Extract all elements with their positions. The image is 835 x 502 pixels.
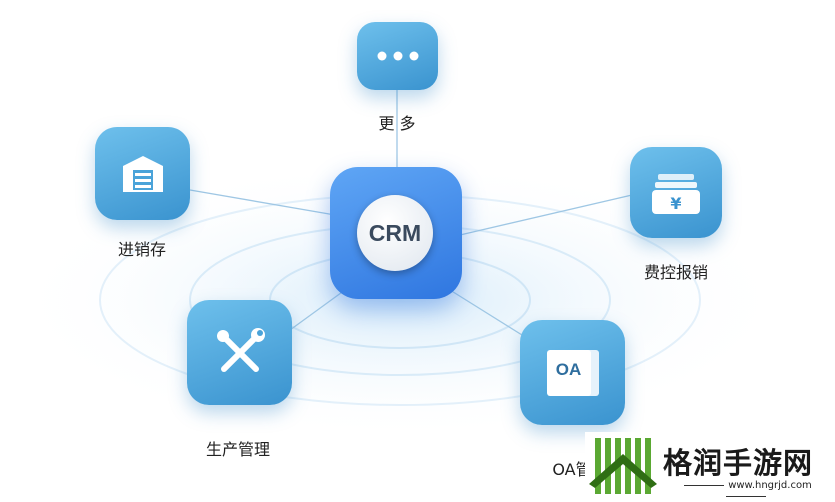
node-label-more: 更 多 bbox=[378, 114, 416, 133]
connector-lines bbox=[189, 90, 633, 341]
oa-document-icon: OA bbox=[546, 349, 599, 396]
node-oa[interactable]: OA bbox=[520, 320, 625, 425]
node-label-inventory: 进销存 bbox=[117, 240, 167, 259]
node-inventory[interactable] bbox=[95, 127, 190, 220]
more-dots-icon bbox=[377, 51, 418, 61]
watermark-logo bbox=[589, 438, 657, 494]
node-expense[interactable]: ¥ bbox=[630, 147, 722, 238]
node-more[interactable] bbox=[357, 22, 438, 90]
tools-icon bbox=[216, 327, 265, 372]
watermark: 格润手游网 www.hngrjd.com bbox=[585, 432, 835, 500]
crm-label: CRM bbox=[357, 195, 433, 271]
node-label-production: 生产管理 bbox=[205, 440, 271, 459]
crm-center-node[interactable]: CRM bbox=[330, 167, 462, 299]
yen-wallet-icon: ¥ bbox=[652, 173, 700, 214]
watermark-name: 格润手游网 bbox=[663, 446, 814, 480]
node-production[interactable] bbox=[187, 300, 292, 405]
node-label-oa: OA管 bbox=[552, 460, 592, 479]
node-label-expense: 费控报销 bbox=[643, 263, 709, 282]
svg-text:¥: ¥ bbox=[670, 194, 681, 213]
warehouse-icon bbox=[122, 155, 163, 192]
watermark-url: www.hngrjd.com bbox=[661, 480, 831, 502]
